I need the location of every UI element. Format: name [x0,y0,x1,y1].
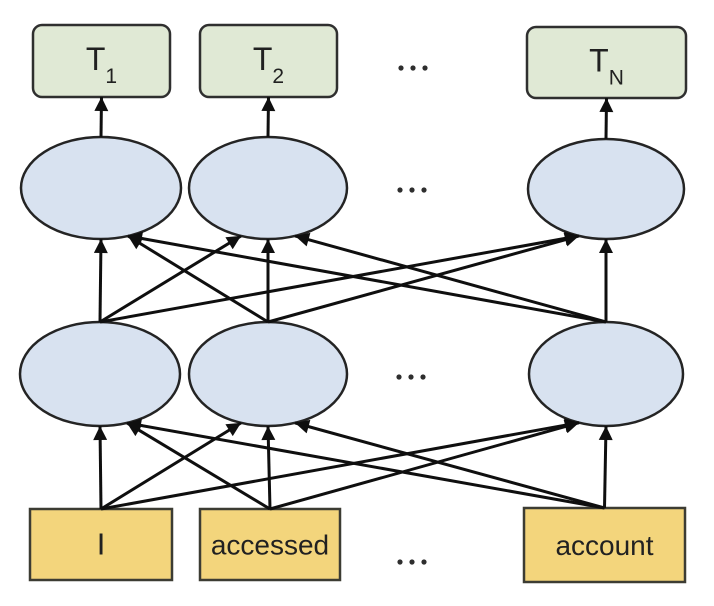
output-token-boxes-label: T1 [86,41,117,88]
token-label-subscript: N [609,67,624,90]
input-token-boxes-node-w2: accessed [198,507,342,582]
edge-h2c-to-tn [599,97,614,140]
hidden-unit-ellipse [18,320,182,428]
edge-w3-to-h1c [598,425,613,509]
edge-h1c-to-h2b [294,232,607,324]
output-token-boxes-node-t1: T1 [31,23,172,99]
token-label-text: T [589,43,609,79]
ellipsis-dot [397,559,403,565]
hidden-layer-1-node-h1b [187,320,349,428]
layer-hidden-layer-1 [18,320,685,428]
edge-w1-to-h1c [100,418,580,511]
token-label-text: T [86,41,106,77]
ellipsis-dot [408,374,414,380]
edge-w2-to-h1c [269,419,580,511]
token-label-subscript: 2 [272,65,284,88]
input-token-boxes-node-w1: I [28,507,174,582]
input-token-boxes-node-w3: account [522,506,687,584]
edge-w1-to-h1a [93,425,108,510]
hidden-layer-1-node-h1c [527,320,685,428]
ellipsis-dot [421,559,427,565]
output-token-boxes-ellipsis-dots [398,65,428,71]
hidden-layer-2-ellipsis-dots [397,187,427,193]
edge-h1c-to-h2a [127,231,607,324]
ellipsis-dot [398,65,404,71]
hidden-unit-ellipse [187,135,349,241]
input-token-boxes-rect [198,507,342,582]
hidden-unit-ellipse [526,137,686,241]
ellipsis-dot [409,559,415,565]
hidden-layer-2-node-h2a [19,135,183,241]
output-token-boxes-node-t2: T2 [198,23,339,99]
hidden-unit-ellipse [527,320,685,428]
hidden-layer-2-node-h2c [526,137,686,241]
edge-w3-to-h1b [294,419,605,510]
edge-h1b-to-h2a [127,234,269,324]
output-token-boxes-node-tn: TN [525,25,688,100]
input-token-boxes-ellipsis-dots [397,559,427,565]
ellipsis-dot [422,65,428,71]
input-token-boxes-label: account [555,530,653,561]
ellipsis-dot [397,187,403,193]
edge-h1b-to-h2c [267,232,580,324]
edge-h2b-to-t2 [261,96,276,138]
hidden-unit-ellipse [19,135,183,241]
hidden-layer-2-node-h2b [187,135,349,241]
hidden-layer-1-ellipsis-dots [396,374,426,380]
output-token-boxes-label: T2 [253,41,284,88]
edge-w2-to-h1b [261,425,276,510]
edge-w2-to-h1a [126,421,271,511]
edge-w3-to-h1a [126,418,605,510]
hidden-layer-1-node-h1a [18,320,182,428]
edge-h1a-to-h2b [99,234,242,324]
edge-h2a-to-t1 [94,96,109,138]
edge-w1-to-h1b [100,421,242,511]
edge-h1a-to-h2a [93,238,108,323]
input-token-boxes-label: I [97,527,106,562]
ellipsis-dot [421,187,427,193]
token-label-subscript: 1 [105,65,117,88]
token-label-text: T [253,41,273,77]
edge-h1a-to-h2c [99,231,580,324]
layer-hidden-layer-2 [19,135,686,241]
hidden-unit-ellipse [187,320,349,428]
ellipsis-dot [410,65,416,71]
ellipsis-dot [409,187,415,193]
input-token-boxes-label: accessed [211,530,329,561]
output-token-boxes-label: TN [589,43,624,90]
ellipsis-dot [396,374,402,380]
ellipsis-dot [420,374,426,380]
